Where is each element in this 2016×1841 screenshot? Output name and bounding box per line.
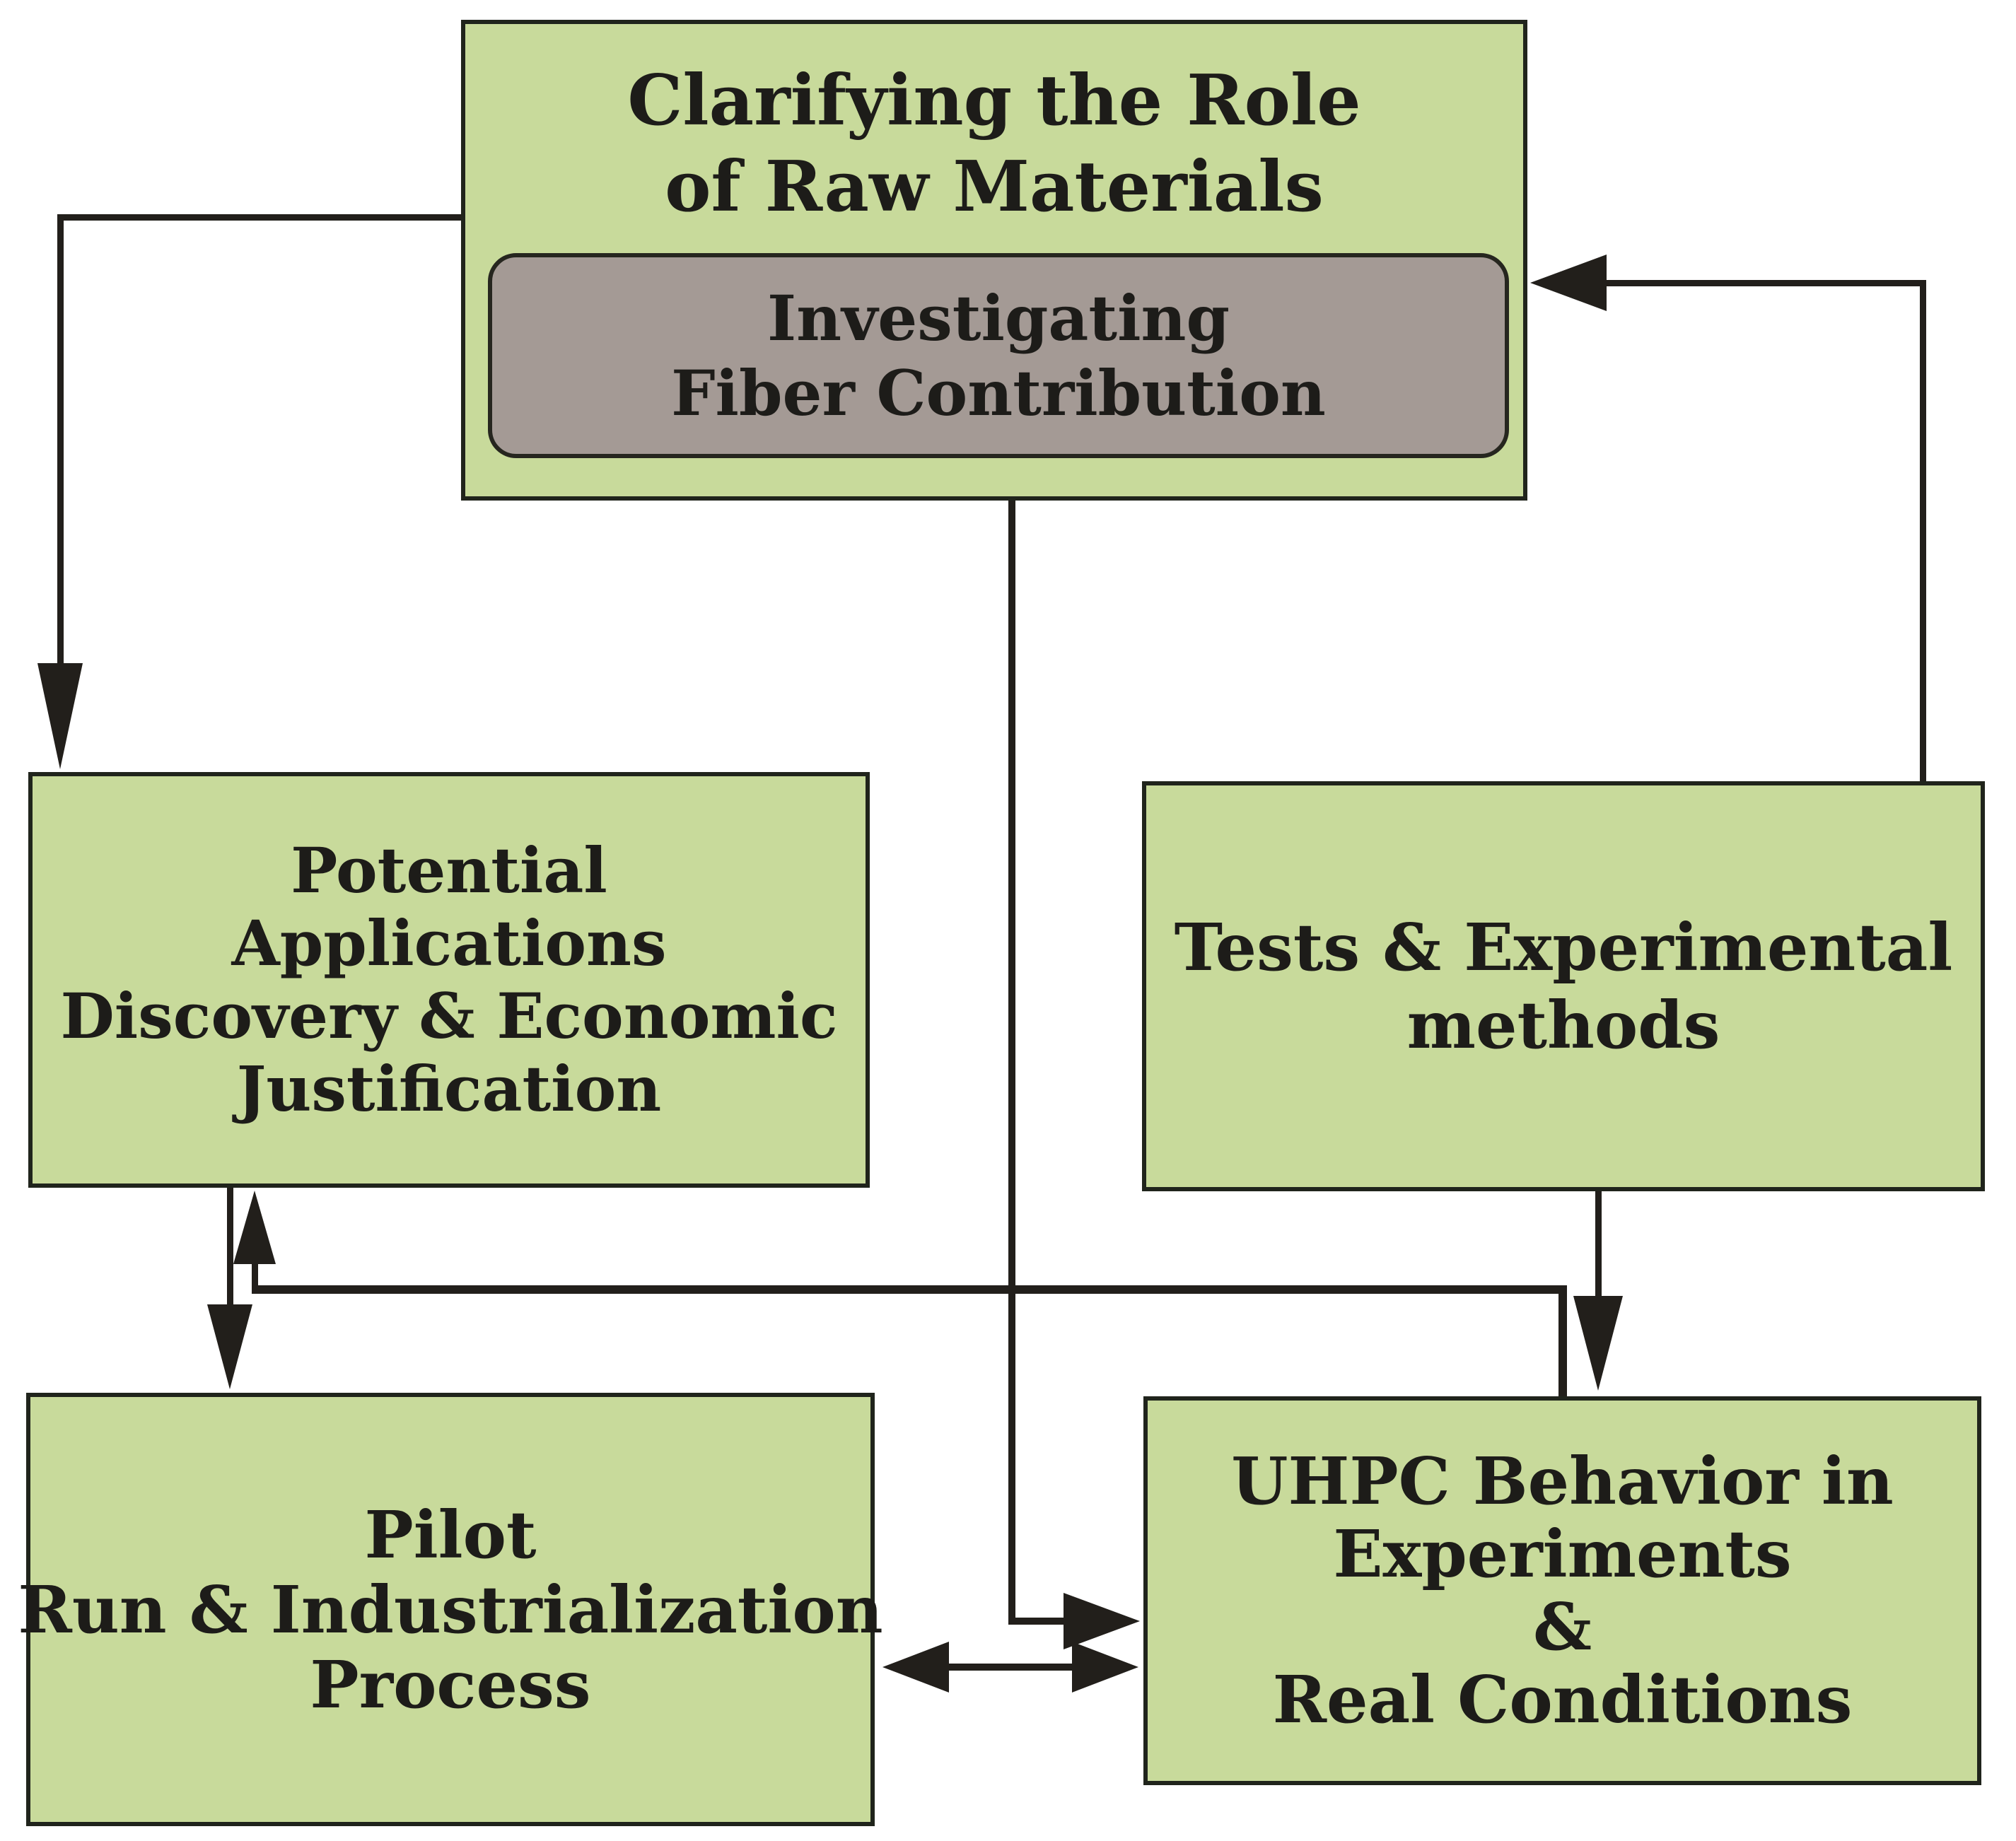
connector-trunk-h xyxy=(1008,1618,1065,1625)
box-text-line: Discovery & Economic xyxy=(60,979,838,1053)
tests-methods-box: Tests & Experimental methods xyxy=(1142,781,1985,1191)
pilot-industrialization-box: Pilot Run & Industrialization Process xyxy=(18,1393,883,1826)
connector-uhpc-drop-v xyxy=(1558,1285,1567,1396)
box-text-line: Applications xyxy=(231,906,667,980)
box-text-line: Potential xyxy=(291,834,607,907)
connector-top-to-potential-h xyxy=(57,214,461,221)
connector-trunk-v xyxy=(1008,501,1015,1624)
arrowhead-into-potential-top xyxy=(37,663,83,769)
box-text-line: Investigating xyxy=(767,281,1230,355)
box-text-line: Justification xyxy=(236,1052,662,1126)
connector-up-into-potential-v xyxy=(252,1263,258,1291)
connector-tests-to-uhpc-v xyxy=(1595,1191,1602,1299)
box-text-line: Tests & Experimental xyxy=(1174,909,1953,986)
connector-feedback-h xyxy=(1607,280,1926,286)
box-text-line: Fiber Contribution xyxy=(671,356,1326,430)
arrowhead-toward-uhpc xyxy=(1072,1642,1138,1693)
connector-feedback-v xyxy=(1920,280,1926,781)
connector-pilot-uhpc-shaft xyxy=(944,1664,1076,1671)
connector-top-to-potential-v xyxy=(57,214,64,667)
box-text-line: of Raw Materials xyxy=(665,146,1324,228)
uhpc-behavior-box: UHPC Behavior in Experiments & Real Cond… xyxy=(1143,1396,1981,1785)
box-text-line: Experiments xyxy=(1333,1516,1792,1592)
box-text-line: Clarifying the Role xyxy=(627,60,1361,141)
box-text-line: Pilot xyxy=(364,1496,537,1573)
box-text-line: Real Conditions xyxy=(1272,1661,1853,1738)
box-text-line: Run & Industrialization xyxy=(18,1571,883,1648)
box-text-line: Process xyxy=(310,1646,591,1723)
investigating-fiber-box: Investigating Fiber Contribution xyxy=(488,253,1509,458)
connector-potential-to-pilot-v xyxy=(227,1188,233,1308)
arrowhead-into-uhpc-top xyxy=(1573,1296,1623,1391)
box-text-line: UHPC Behavior in xyxy=(1231,1443,1894,1519)
box-text-line: & xyxy=(1532,1589,1592,1665)
arrowhead-up-into-potential-bottom xyxy=(233,1191,276,1264)
arrowhead-into-pilot-top xyxy=(207,1304,252,1389)
potential-applications-box: Potential Applications Discovery & Econo… xyxy=(28,772,870,1188)
connector-uhpc-to-potential-h xyxy=(252,1285,1567,1294)
box-text-line: methods xyxy=(1406,987,1720,1063)
arrowhead-into-uhpc-left xyxy=(1064,1593,1140,1649)
arrowhead-toward-pilot xyxy=(882,1642,949,1693)
arrowhead-into-clarifying-box xyxy=(1530,255,1607,311)
